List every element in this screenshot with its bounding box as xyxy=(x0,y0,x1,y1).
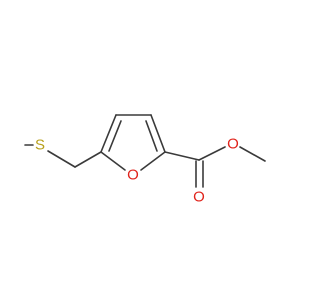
ring-bond-c3-c2 xyxy=(150,114,166,153)
carbonyl-oxygen-atom-label: O xyxy=(193,189,205,206)
ring-bond-c2-o xyxy=(140,151,166,171)
ring-bond-c5-c4-inner xyxy=(108,120,122,152)
ester-oxygen-atom-label: O xyxy=(227,136,239,153)
molecule-structure: S O O O xyxy=(24,114,266,206)
ring-bond-c5-c4 xyxy=(100,114,117,153)
bond-ch2-c5 xyxy=(74,151,102,168)
ring-bond-o-c5 xyxy=(100,151,126,171)
ring-oxygen-atom-label: O xyxy=(127,167,139,184)
ring-bond-c3-c2-inner xyxy=(145,120,158,152)
bond-carbonyl-ester-o xyxy=(198,146,226,161)
bond-ester-o-methyl xyxy=(239,146,266,162)
bond-s-ch2 xyxy=(47,150,76,168)
sulfur-atom-label: S xyxy=(35,137,45,154)
bond-c2-carbonyl xyxy=(164,151,200,161)
